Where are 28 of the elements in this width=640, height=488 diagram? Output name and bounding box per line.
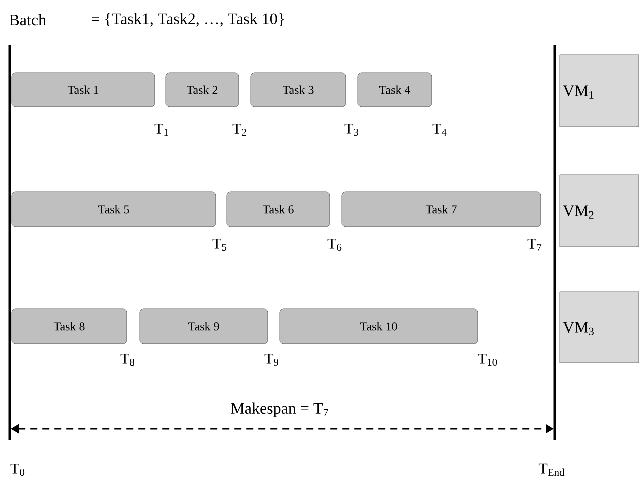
task-bar: Task 4 (358, 72, 432, 108)
vm-box: VM$_{3}$ (560, 292, 640, 364)
title-text: Batch (10, 14, 46, 26)
time-label: T$_{0}$ (10, 464, 25, 476)
task-bar: Task 6 (226, 192, 330, 228)
vm-box: VM$_{2}$ (560, 174, 640, 248)
task-bar: Task 3 (250, 72, 346, 108)
time-label: T$_{8}$ (120, 354, 135, 366)
time-label: T$_{3}$ (344, 124, 359, 136)
time-label: T$_{7}$ (528, 239, 542, 251)
time-label: T$_{2}$ (232, 124, 246, 136)
time-label: T$_{1}$ (154, 124, 168, 136)
makespan-label: Makespan = T$_{7}$ (231, 402, 328, 418)
time-label: T$_{End}$ (538, 464, 565, 476)
task-bar: Task 1 (12, 72, 156, 108)
time-label: T$_{9}$ (264, 354, 279, 366)
task-bar: Task 7 (342, 192, 542, 228)
time-label: T$_{10}$ (478, 354, 498, 366)
time-label: T$_{6}$ (328, 238, 342, 252)
task-bar: Task 10 (280, 308, 478, 344)
task-bar: Task 9 (140, 308, 268, 344)
title-text: = {Task1, Task2, …, Task 10} (92, 13, 284, 27)
task-bar: Task 2 (166, 72, 240, 108)
time-label: T$_{5}$ (212, 238, 227, 252)
time-label: T$_{4}$ (432, 124, 447, 136)
task-bar: Task 8 (12, 308, 128, 344)
task-bar: Task 5 (12, 192, 216, 228)
vm-box: VM$_{1}$ (560, 54, 640, 128)
